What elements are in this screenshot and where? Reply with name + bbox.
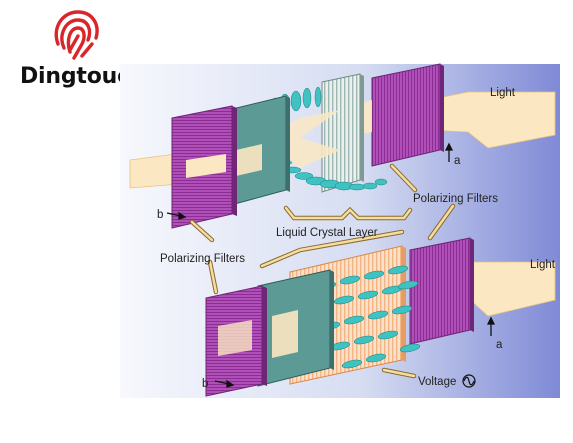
polarizing-filter-top-right	[371, 63, 441, 167]
aligned-liquid-crystals	[309, 265, 421, 369]
liquid-crystal-glass-top	[321, 73, 361, 193]
light-label-top: Light	[490, 87, 516, 99]
axis-a-arrow-bottom-icon	[486, 316, 496, 336]
axis-a-label-top: a	[454, 155, 461, 167]
voltage-label: Voltage	[418, 376, 456, 388]
voltage-ac-icon	[462, 374, 476, 388]
liquid-crystal-layer-label: Liquid Crystal Layer	[276, 227, 378, 239]
fingerprint-logo-icon	[54, 10, 99, 60]
axis-b-arrow-bottom-icon	[214, 379, 235, 388]
polarizing-filter-bottom-right	[409, 237, 471, 345]
axis-a-arrow-top-icon	[444, 142, 454, 162]
light-label-bottom: Light	[530, 259, 556, 271]
axis-b-label-top: b	[157, 209, 163, 221]
axis-a-label-bottom: a	[496, 339, 503, 351]
axis-b-label-bottom: b	[202, 378, 208, 390]
polarizing-filters-label-left: Polarizing Filters	[160, 253, 245, 265]
axis-b-arrow-top-icon	[166, 211, 187, 220]
light-beam-top-right	[427, 91, 556, 149]
polarizing-filters-label-right: Polarizing Filters	[413, 193, 498, 205]
